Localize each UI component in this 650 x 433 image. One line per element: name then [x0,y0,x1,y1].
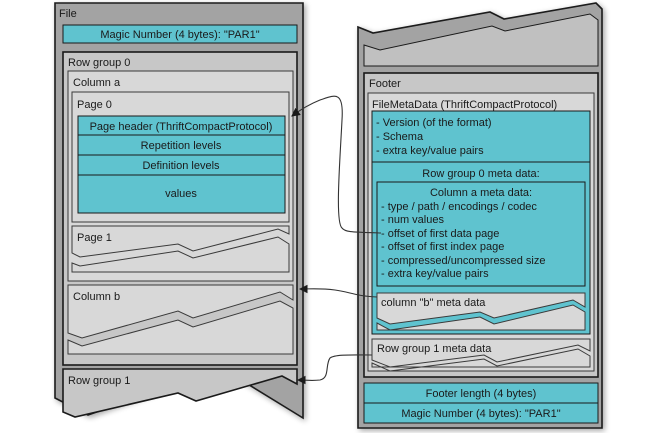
column-a-meta-item: - extra key/value pairs [381,268,489,280]
file-meta-data-label: FileMetaData (ThriftCompactProtocol) [372,99,557,111]
column-b-label: Column b [73,291,120,303]
definition-levels-label: Definition levels [142,160,220,172]
column-a-meta-item: - num values [381,214,444,226]
page-1-label: Page 1 [77,232,112,244]
values-row [77,174,286,214]
row-group-1-label: Row group 1 [68,375,130,387]
row-group-0-label: Row group 0 [68,57,130,69]
page-header-label: Page header (ThriftCompactProtocol) [90,121,273,133]
column-a-meta-item: - type / path / encodings / codec [381,201,537,213]
file-meta-item: - extra key/value pairs [376,145,484,157]
column-a-meta-item: - offset of first index page [381,241,504,253]
page-0-label: Page 0 [77,99,112,111]
magic-number-top-label: Magic Number (4 bytes): "PAR1" [100,29,259,41]
row-group-1 [62,368,298,418]
magic-number-bottom [363,402,599,424]
row-group-1-meta-label: Row group 1 meta data [377,343,492,355]
footer-length-label: Footer length (4 bytes) [426,388,537,400]
file-meta-item: - Schema [376,131,424,143]
page-1-top [71,225,290,258]
arrow-data-page-offset [291,95,382,234]
magic-number-bottom-label: Magic Number (4 bytes): "PAR1" [401,408,560,420]
row-group-0-meta-label: Row group 0 meta data: [422,168,539,180]
column-b-bottom [67,300,294,355]
arrow-column-b-meta [298,284,378,298]
column-b-meta-top [376,292,586,325]
footer-label: Footer [369,78,401,90]
column-a-label: Column a [73,77,121,89]
column-a-meta-label: Column a meta data: [430,187,532,199]
footer-torn-inner [363,13,599,67]
file-meta-item: - Version (of the format) [376,117,492,129]
column-a-meta [376,181,586,287]
arrow-row-group-1-meta [296,354,373,385]
column-b-top [67,284,294,339]
column-b-meta-bottom [376,304,586,331]
repetition-levels-label: Repetition levels [141,140,222,152]
row-group-1-meta-top [371,338,591,368]
row-group-1-meta-bottom [371,348,591,372]
column-b-meta-label: column "b" meta data [381,297,486,309]
magic-number-top [62,24,298,44]
column-a-meta-item: - offset of first data page [381,228,499,240]
values-label: values [165,188,197,200]
file-meta-data-items [371,110,591,163]
page-1-bottom [71,236,290,273]
column-a-meta-item: - compressed/uncompressed size [381,255,545,267]
file-title: File [59,8,77,20]
